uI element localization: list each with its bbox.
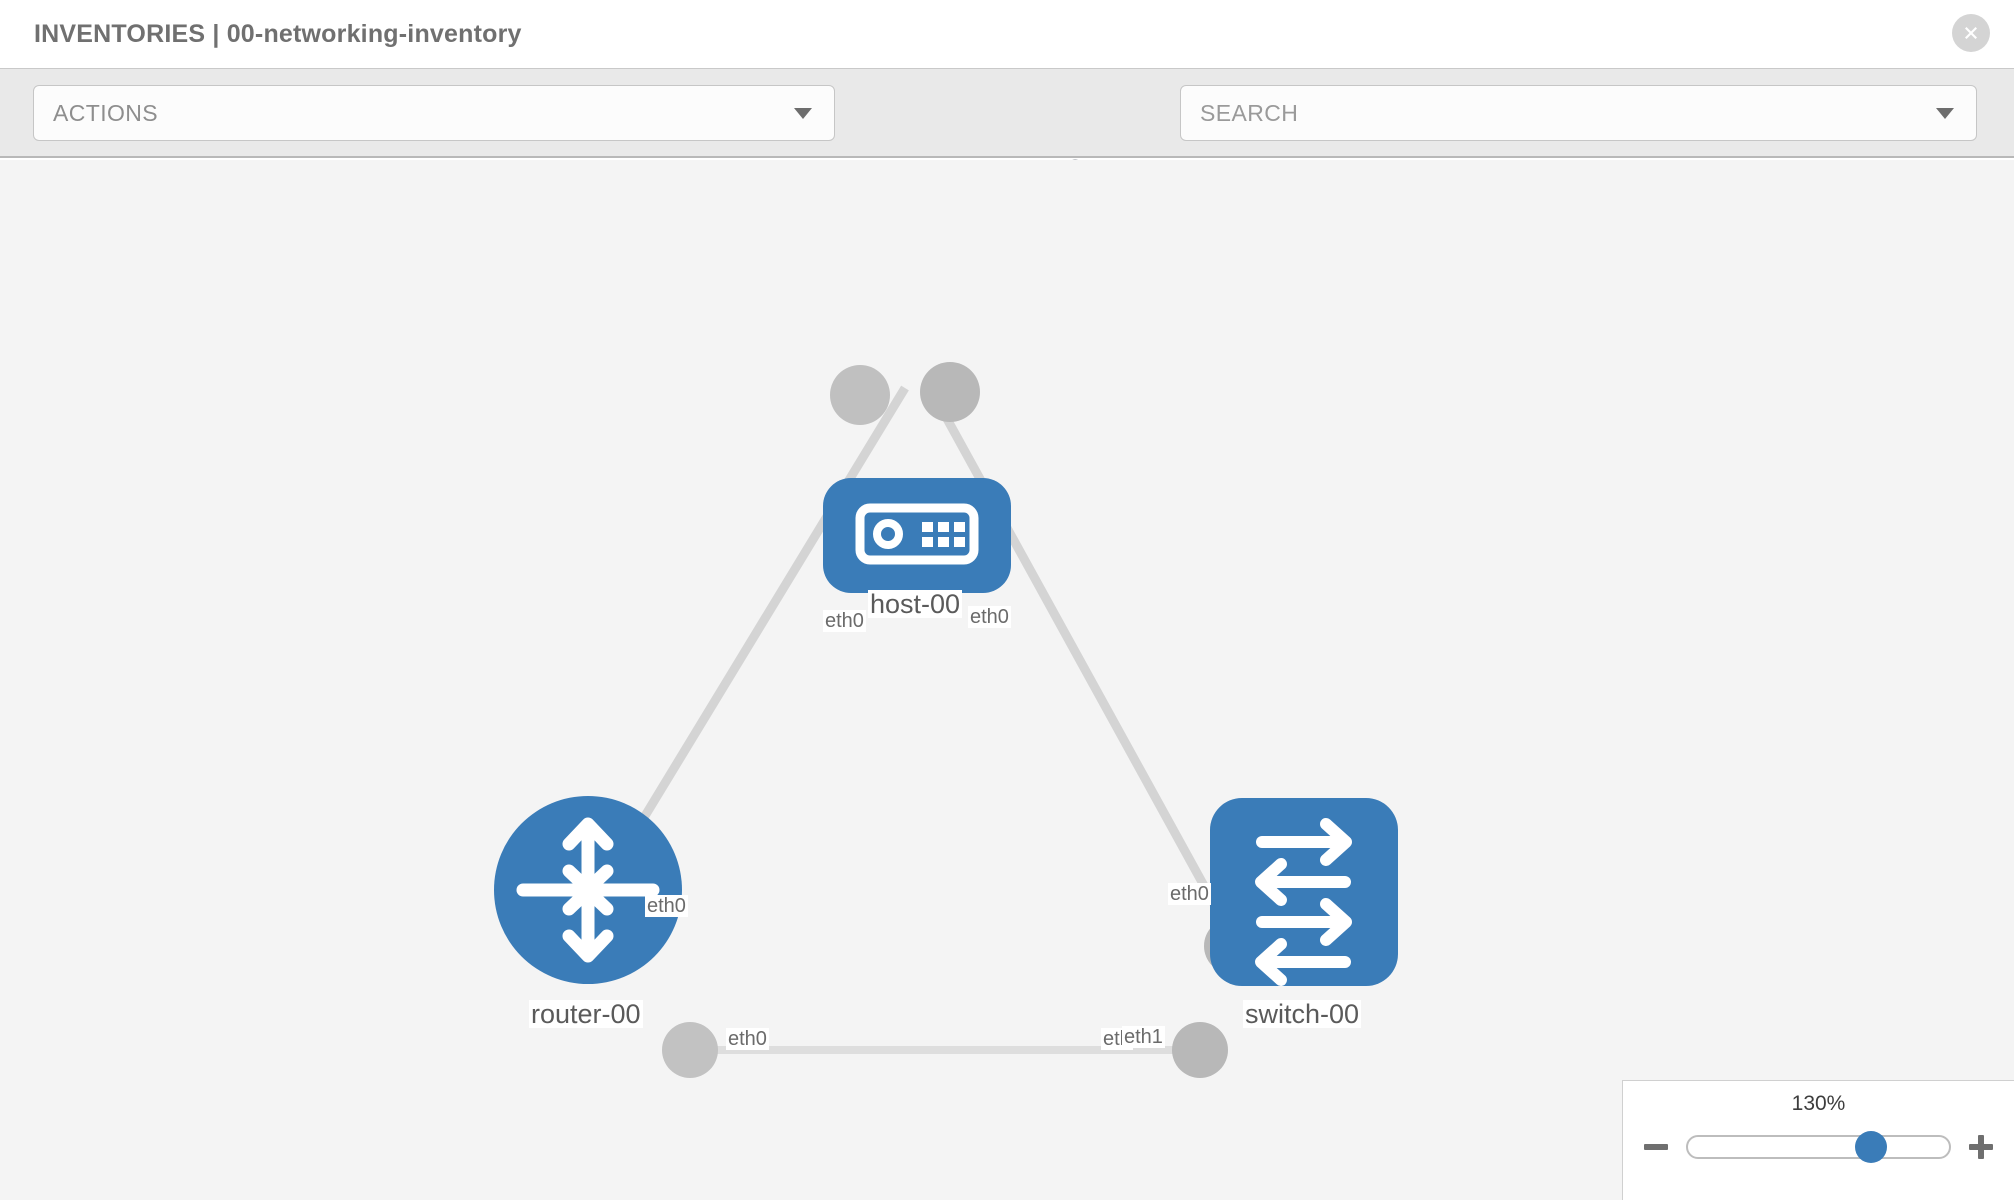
connector-host-right xyxy=(920,362,980,422)
server-icon xyxy=(855,503,979,565)
iface-label-switch-up: eth0 xyxy=(1168,883,1211,905)
node-label-switch-00: switch-00 xyxy=(1243,999,1362,1029)
node-host-00[interactable] xyxy=(823,478,1011,593)
search-placeholder: SEARCH xyxy=(1200,99,1299,126)
search-chevron-down-icon[interactable] xyxy=(1936,107,1954,119)
node-router-00[interactable] xyxy=(494,796,682,984)
search-input[interactable]: SEARCH xyxy=(1180,85,1977,141)
zoom-out-button[interactable] xyxy=(1643,1134,1669,1160)
node-label-router-00: router-00 xyxy=(529,999,643,1029)
close-icon xyxy=(1965,27,1977,39)
switch-arrows-icon xyxy=(1255,818,1352,986)
topology-graph xyxy=(494,362,1398,1078)
zoom-slider-thumb[interactable] xyxy=(1854,1131,1887,1163)
node-label-host-00: host-00 xyxy=(868,589,963,619)
connector-router-right xyxy=(662,1022,718,1078)
node-switch-00[interactable] xyxy=(1210,798,1398,986)
zoom-in-button[interactable] xyxy=(1968,1134,1994,1160)
connector-switch-left xyxy=(1172,1022,1228,1078)
zoom-level-value: 130% xyxy=(1791,1092,1846,1115)
iface-label-router-right: eth0 xyxy=(726,1028,769,1050)
actions-dropdown-label: ACTIONS xyxy=(53,99,159,126)
page-title: INVENTORIES | 00-networking-inventory xyxy=(34,19,522,48)
iface-label-host-left: eth0 xyxy=(823,610,866,632)
iface-label-host-right: eth0 xyxy=(968,606,1011,628)
iface-label-switch-left-b: eth1 xyxy=(1122,1026,1165,1048)
router-arrows-icon xyxy=(516,817,660,963)
node-host-00-shape[interactable] xyxy=(823,478,1011,593)
close-button[interactable] xyxy=(1952,14,1990,52)
zoom-slider-track[interactable] xyxy=(1686,1131,1951,1163)
link-host-switch[interactable] xyxy=(926,385,1239,945)
toolbar: ACTIONS SEARCH xyxy=(0,68,2014,194)
chevron-down-icon xyxy=(794,107,812,119)
connector-host-left xyxy=(830,365,890,425)
link-router-host[interactable] xyxy=(596,385,909,893)
iface-label-router-up: eth0 xyxy=(645,895,688,917)
topology-connectors xyxy=(662,362,1260,1078)
topology-canvas[interactable]: eth0 host-00 eth0 eth0 eth0 eth0 eth eth… xyxy=(0,160,2014,1200)
zoom-control-panel: 130% xyxy=(1622,1080,2014,1200)
page-header: INVENTORIES | 00-networking-inventory xyxy=(0,0,2014,68)
actions-dropdown[interactable]: ACTIONS xyxy=(33,85,835,141)
zoom-slider-row xyxy=(1623,1127,2014,1167)
